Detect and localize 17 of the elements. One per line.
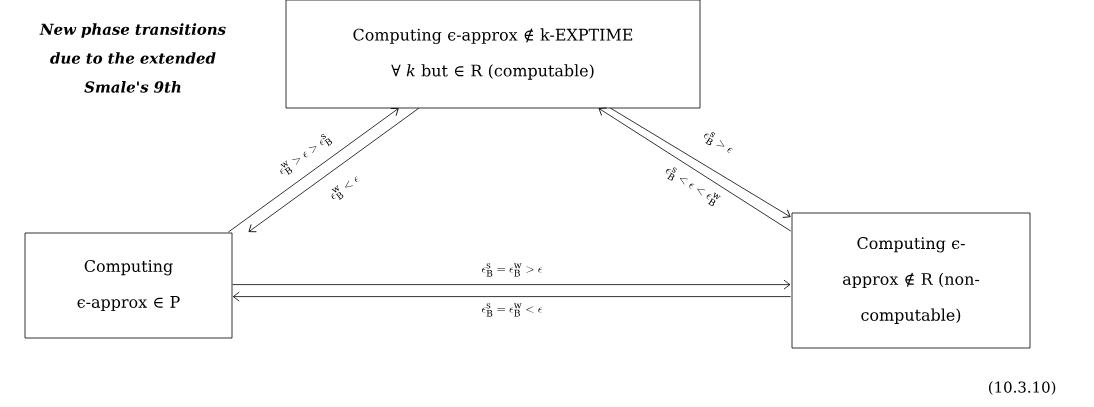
- edge-label: $\epsilon_{\mathrm{B}}^{\mathrm{s}}=\epsilon_{\mathrm{B}}^{\mathrm{w}}>\epsilon$: [482, 263, 543, 277]
- edge-label: $\epsilon_{\mathrm{B}}^{\mathrm{s}}=\epsilon_{\mathrm{B}}^{\mathrm{w}}<\epsilon$: [482, 303, 543, 317]
- process-box: Computing ϵ-approx ∉ k-EXPTIME ∀ k but ∈ R (computable): [285, 0, 701, 109]
- title: New phase transitions due to the extended Smale's 9th: [39, 23, 226, 93]
- edge-label: $\epsilon_{\mathrm{B}}^{\mathrm{s}}<\epsilon<\epsilon_{\mathrm{B}}^{\mathrm{w}}$: [665, 167, 721, 206]
- arrow: [232, 279, 791, 290]
- edge-label: $\epsilon_{\mathrm{B}}^{\mathrm{w}}>\epsilon>\epsilon_{\mathrm{B}}^{\mathrm{s}}$: [280, 133, 332, 176]
- arrow: [228, 108, 399, 233]
- edge-label: $\epsilon_{\mathrm{B}}^{\mathrm{s}}>\epsilon$: [704, 132, 733, 154]
- equation-number: (10.3.10): [988, 381, 1056, 395]
- arrow: [598, 107, 792, 232]
- process-box: Computing ϵ-approx ∉ R (non-computable): [791, 212, 1031, 349]
- arrow: [610, 107, 791, 218]
- edge-label: $\epsilon_{\mathrm{B}}^{\mathrm{w}}<\epsilon$: [331, 176, 360, 200]
- arrow: [232, 291, 791, 302]
- arrow: [248, 107, 420, 233]
- process-box: Computing ϵ-approx ∈ P: [24, 232, 233, 339]
